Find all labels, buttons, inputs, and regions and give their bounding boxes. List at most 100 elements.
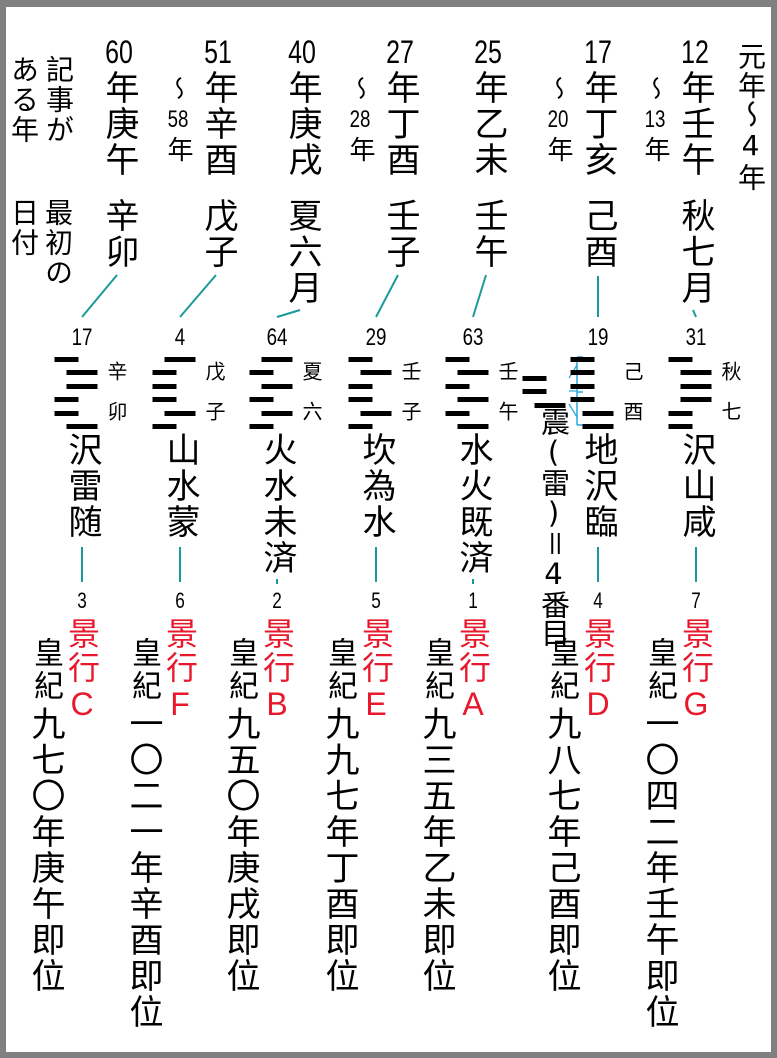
year-number: 60 xyxy=(105,34,133,70)
hexagram-side-date: 己酉 xyxy=(620,361,644,441)
year-number: 51 xyxy=(204,34,232,70)
range-number: 20 xyxy=(547,106,569,133)
year-kanji: 年庚戌 xyxy=(282,70,322,178)
hexagram-64 xyxy=(249,357,293,437)
connector-layer xyxy=(81,274,697,584)
keiko-letter: F xyxy=(170,686,190,722)
keiko-order-number: 6 xyxy=(175,588,185,613)
range-tilde: 〜 xyxy=(543,76,571,100)
solid-line xyxy=(457,397,489,403)
first-date: 夏六月 xyxy=(282,198,322,306)
hexagram-number: 31 xyxy=(685,324,707,351)
first-date: 壬午 xyxy=(468,198,508,270)
range-suffix: 年 xyxy=(543,136,573,162)
trigram-zhen xyxy=(522,376,566,416)
hexagram-side-date: 壬子 xyxy=(398,361,422,441)
hexagram-name: 坎為水 xyxy=(356,432,396,540)
date-connector xyxy=(81,274,118,318)
year-kanji: 年丁亥 xyxy=(578,70,618,178)
range-suffix: 年 xyxy=(640,136,670,162)
keiko-letter: G xyxy=(683,686,709,722)
year-kanji: 年庚午 xyxy=(99,70,139,178)
kouki-label: 皇紀 xyxy=(223,637,258,703)
hexagram-number: 29 xyxy=(365,324,387,351)
solid-line xyxy=(66,383,98,389)
solid-line xyxy=(164,410,196,416)
keiko-letter: A xyxy=(462,686,484,722)
solid-line xyxy=(261,357,293,362)
accession-year: 九七〇年庚午即位 xyxy=(25,706,65,994)
solid-line xyxy=(582,424,614,429)
range-number: 13 xyxy=(644,106,666,133)
solid-line xyxy=(66,424,98,429)
keiko-label red: 景行 xyxy=(357,617,395,685)
trigram-note: 震(雷)＝4番目 xyxy=(536,407,571,646)
solid-line xyxy=(360,410,392,416)
keiko-label red: 景行 xyxy=(454,617,492,685)
keiko-order-number: 4 xyxy=(593,588,603,613)
header-date-label-2: 日付 xyxy=(7,198,40,258)
hexagram-4 xyxy=(152,357,196,437)
year-number: 12 xyxy=(681,34,709,70)
solid-line xyxy=(66,370,98,376)
solid-line xyxy=(261,383,293,389)
year-number: 27 xyxy=(386,34,414,70)
hexagram-name: 沢雷随 xyxy=(62,432,102,540)
keiko-label red: 景行 xyxy=(677,617,715,685)
keiko-order-number: 7 xyxy=(691,588,701,613)
solid-line xyxy=(164,357,196,362)
hexagram-side-date: 夏六 xyxy=(299,361,323,441)
accession-year: 九三五年乙未即位 xyxy=(416,706,456,994)
year-number: 40 xyxy=(288,34,316,70)
keiko-label red: 景行 xyxy=(579,617,617,685)
keiko-order-number: 2 xyxy=(272,588,282,613)
date-connector xyxy=(276,309,301,318)
accession-year: 九八七年己酉即位 xyxy=(541,706,581,994)
first-date: 辛卯 xyxy=(99,198,139,270)
keiko-label red: 景行 xyxy=(258,617,296,685)
header-year-label-1: 記事が xyxy=(42,55,75,145)
kouki-label: 皇紀 xyxy=(544,637,579,703)
hexagram-side-date: 辛卯 xyxy=(104,361,128,441)
keiko-order-number: 1 xyxy=(468,588,478,613)
date-connector xyxy=(375,274,399,318)
year-kanji: 年辛酉 xyxy=(198,70,238,178)
hexagram-side-date: 壬午 xyxy=(495,361,519,441)
hexagram-29 xyxy=(348,357,392,437)
range-tilde: 〜 xyxy=(163,76,191,100)
hexagram-name: 火水未済 xyxy=(257,432,297,576)
bracket-line xyxy=(568,403,578,418)
header-date-label-1: 最初の xyxy=(41,198,74,288)
keiko-label red: 景行 xyxy=(161,617,199,685)
keiko-letter: C xyxy=(70,686,94,722)
keiko-letter: B xyxy=(266,686,288,722)
date-connector xyxy=(472,274,487,318)
hexagram-number: 19 xyxy=(587,324,609,351)
accession-year: 一〇四二年壬午即位 xyxy=(639,706,679,1030)
solid-line xyxy=(534,402,566,408)
hexagram-number: 4 xyxy=(174,324,186,351)
date-connector xyxy=(179,274,217,318)
year-kanji: 年丁酉 xyxy=(380,70,420,178)
accession-year: 九五〇年庚戌即位 xyxy=(220,706,260,994)
kouki-label: 皇紀 xyxy=(126,637,161,703)
range-number: 58 xyxy=(167,106,189,133)
hexagram-number: 63 xyxy=(462,324,484,351)
hexagram-side-date: 秋七 xyxy=(718,361,742,441)
first-date: 壬子 xyxy=(380,198,420,270)
hexagram-name: 地沢臨 xyxy=(578,432,618,540)
accession-year: 一〇二一年辛酉即位 xyxy=(123,706,163,1030)
range-suffix: 年 xyxy=(163,136,193,162)
first-date: 己酉 xyxy=(578,198,618,270)
year-number: 17 xyxy=(584,34,612,70)
solid-line xyxy=(582,410,614,416)
hexagram-name: 水火既済 xyxy=(453,432,493,576)
solid-line xyxy=(457,370,489,376)
year-kanji: 年壬午 xyxy=(675,70,715,178)
first-date: 戊子 xyxy=(198,198,238,270)
solid-line xyxy=(457,424,489,429)
kouki-label: 皇紀 xyxy=(28,637,63,703)
solid-line xyxy=(261,410,293,416)
range-number: 28 xyxy=(349,106,371,133)
